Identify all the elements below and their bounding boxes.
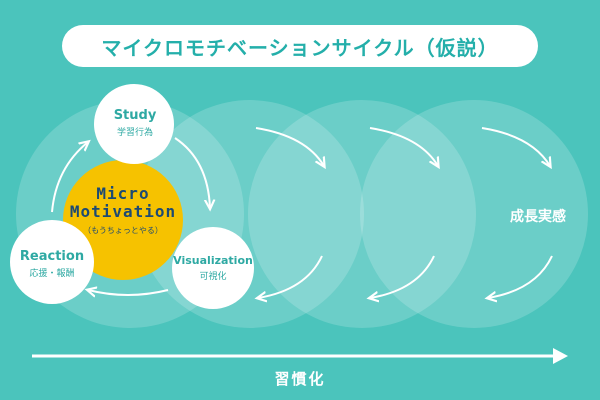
arrow-study-to-visualization [174, 137, 210, 208]
study-en-text: Study [113, 108, 157, 123]
diagram-title: マイクロモチベーションサイクル（仮説） [101, 35, 499, 60]
arrow-bottom-1 [258, 255, 323, 298]
arrow-top-3 [481, 127, 550, 166]
visualization-en-text: Visualization [173, 254, 253, 267]
reaction-en-text: Reaction [19, 249, 85, 264]
cycle-circle-3 [248, 100, 476, 328]
motivation-line1: Micro [96, 184, 150, 203]
arrow-bottom-3 [488, 255, 553, 298]
reaction-node [10, 220, 94, 304]
arrow-reaction-to-study [51, 142, 88, 213]
growth-label: 成長実感 [510, 209, 566, 225]
habit-label: 習慣化 [274, 370, 326, 388]
cycle-circle-4 [360, 100, 588, 328]
visualization-jp-text: 可視化 [199, 272, 227, 282]
study-jp-text: 学習行為 [116, 128, 153, 138]
motivation-circle [63, 160, 183, 280]
reaction-label: Reaction 応援・報酬 [10, 249, 94, 279]
motivation-label: Micro Motivation （もうちょっとやる） [62, 185, 184, 236]
reaction-jp-text: 応援・報酬 [29, 269, 75, 279]
study-label: Study 学習行為 [96, 108, 174, 138]
arrow-bottom-2 [370, 255, 435, 298]
visualization-node [172, 227, 254, 309]
habit-arrow-head [553, 348, 568, 364]
arrow-top-1 [255, 127, 324, 166]
title-banner: マイクロモチベーションサイクル（仮説） [62, 25, 538, 67]
arrow-top-2 [369, 127, 438, 166]
study-node [94, 84, 174, 164]
visualization-label: Visualization 可視化 [170, 254, 256, 282]
motivation-subtext: （もうちょっとやる） [83, 226, 163, 235]
motivation-line2: Motivation [69, 202, 177, 221]
arrow-visualization-to-reaction [88, 290, 169, 295]
